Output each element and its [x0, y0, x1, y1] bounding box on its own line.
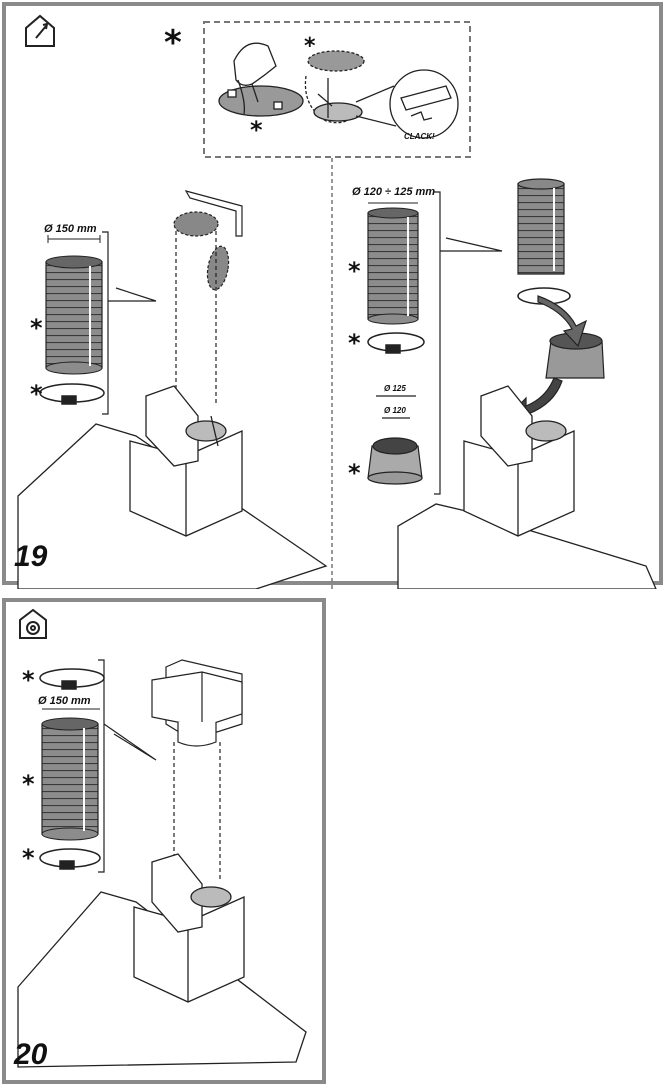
hand-removing-flap-drawing	[218, 42, 304, 117]
parts-bracket-left	[102, 231, 109, 415]
asterisk-clamp-top-20: *	[22, 666, 35, 694]
house-ducted-icon	[25, 14, 55, 47]
flexible-duct-150-20	[41, 708, 100, 841]
house-recirculation-icon	[19, 608, 47, 639]
dimension-120-125mm-label: Ø 120 ÷ 125 mm	[352, 186, 436, 198]
asterisk-optional-main: *	[164, 23, 182, 63]
wall-bracket-left	[173, 190, 243, 406]
step-19-illustration	[17, 14, 657, 589]
step-19-panel: * * * * * * * * Ø 150 mm Ø 120 ÷ 125 mm …	[2, 2, 663, 589]
recirculation-box	[151, 659, 243, 882]
flexible-duct-120-125	[367, 202, 419, 325]
hose-clamp-bottom-20	[39, 848, 101, 870]
hood-body-right	[397, 385, 657, 589]
hood-body-left	[17, 385, 328, 589]
hose-clamp-left	[39, 383, 105, 405]
asterisk-hand: *	[250, 116, 263, 144]
dimension-120-label: Ø 120	[384, 406, 406, 415]
asterisk-clamp-bottom-20: *	[22, 844, 35, 872]
reducer-adapter	[367, 395, 423, 485]
asterisk-clamp-right: *	[348, 329, 361, 357]
duct-assembly-right	[509, 178, 605, 422]
asterisk-flap: *	[304, 34, 316, 59]
step-number-20: 20	[14, 1038, 48, 1071]
asterisk-duct-left: *	[30, 314, 43, 342]
step-20-illustration	[17, 608, 307, 1068]
hose-clamp-top-20	[39, 668, 105, 690]
flap-click-drawing	[304, 50, 459, 139]
asterisk-clamp-left: *	[30, 380, 43, 408]
dimension-150mm-label: Ø 150 mm	[44, 223, 97, 235]
flexible-duct-150	[45, 235, 103, 375]
step-number-19: 19	[14, 540, 48, 573]
asterisk-duct-right: *	[348, 257, 361, 285]
hose-clamp-right	[367, 332, 425, 354]
dimension-150mm-label-20: Ø 150 mm	[38, 695, 91, 707]
parts-bracket-20	[98, 659, 105, 873]
parts-bracket-right	[434, 191, 441, 495]
detail-callout-box	[203, 21, 471, 158]
dimension-125-label: Ø 125	[384, 384, 406, 393]
step-20-panel: * * * Ø 150 mm 20	[2, 598, 326, 1084]
clack-label: CLACK!	[404, 132, 435, 141]
asterisk-duct-20: *	[22, 770, 35, 798]
hood-body-20	[17, 853, 307, 1068]
asterisk-reducer: *	[348, 459, 361, 487]
